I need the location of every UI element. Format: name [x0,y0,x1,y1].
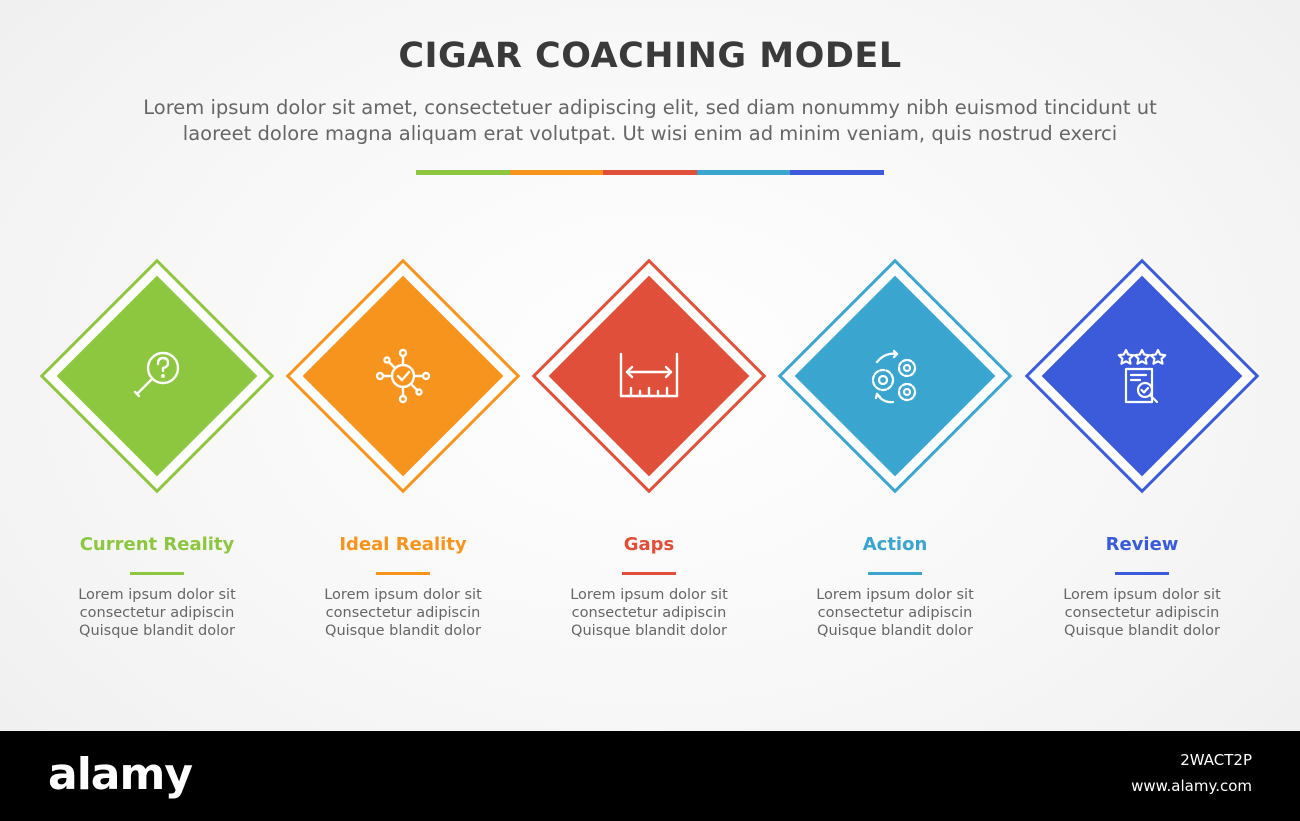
desc-line: Lorem ipsum dolor sit [1063,587,1221,603]
desc-line: Lorem ipsum dolor sit [324,587,482,603]
step-description: Lorem ipsum dolor sit consectetur adipis… [777,586,1013,640]
subtitle-line: laoreet dolore magna aliquam erat volutp… [182,122,1118,145]
step-label: Ideal Reality [339,534,467,555]
gap-measure-icon [609,336,689,416]
desc-line: Quisque blandit dolor [79,623,235,639]
step-label: Current Reality [79,534,235,555]
step-current-reality [39,258,275,494]
desc-line: Quisque blandit dolor [325,623,481,639]
color-segment [509,170,604,175]
step-review [1024,258,1260,494]
desc-line: Quisque blandit dolor [817,623,973,639]
desc-line: consectetur adipiscin [571,605,727,621]
desc-line: consectetur adipiscin [817,605,973,621]
desc-line: consectetur adipiscin [1064,605,1220,621]
watermark-footer: alamy 2WACT2P www.alamy.com [0,731,1300,821]
desc-line: Quisque blandit dolor [1064,623,1220,639]
magnifier-question-icon [117,336,197,416]
step-description: Lorem ipsum dolor sit consectetur adipis… [39,586,275,640]
step-underline [130,572,184,575]
page-title: CIGAR COACHING MODEL [398,36,902,76]
desc-line: Lorem ipsum dolor sit [816,587,974,603]
desc-line: Quisque blandit dolor [571,623,727,639]
color-segment [696,170,791,175]
desc-line: Lorem ipsum dolor sit [570,587,728,603]
step-description: Lorem ipsum dolor sit consectetur adipis… [1024,586,1260,640]
desc-line: consectetur adipiscin [325,605,481,621]
color-segment [416,170,510,175]
step-description: Lorem ipsum dolor sit consectetur adipis… [531,586,767,640]
subtitle-line: Lorem ipsum dolor sit amet, consectetuer… [143,96,1157,119]
color-segment [603,170,697,175]
step-underline [868,572,922,575]
desc-line: consectetur adipiscin [79,605,235,621]
alamy-logo: alamy [48,749,193,800]
step-underline [376,572,430,575]
color-segment [790,170,884,175]
target-check-icon [363,336,443,416]
step-label: Review [1105,534,1179,555]
step-label: Gaps [623,534,675,555]
review-document-icon [1102,336,1182,416]
step-gaps [531,258,767,494]
step-label: Action [862,534,928,555]
image-id: 2WACT2P [1180,751,1252,769]
gears-icon [855,336,935,416]
color-divider [416,170,884,175]
step-description: Lorem ipsum dolor sit consectetur adipis… [285,586,521,640]
step-underline [622,572,676,575]
desc-line: Lorem ipsum dolor sit [78,587,236,603]
footer-url: www.alamy.com [1131,777,1252,795]
step-action [777,258,1013,494]
step-underline [1115,572,1169,575]
page-subtitle: Lorem ipsum dolor sit amet, consectetuer… [90,95,1210,147]
step-ideal-reality [285,258,521,494]
